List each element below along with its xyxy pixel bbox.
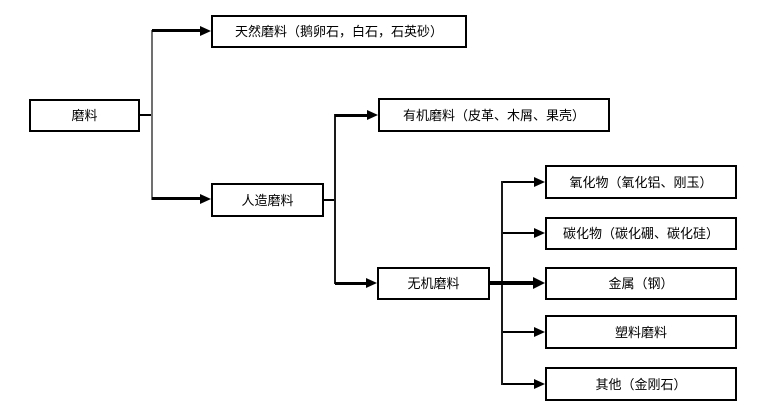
connector-root-stub: [140, 114, 153, 116]
node-organic-abrasive: 有机磨料（皮革、木屑、果壳）: [378, 98, 610, 132]
arrowhead-artificial-icon: [200, 194, 211, 204]
connector-artificial-trunk: [334, 114, 336, 284]
connector-artificial-stub: [324, 199, 336, 201]
connector-root-trunk: [151, 30, 153, 200]
connector-inorganic-to-other: [503, 383, 534, 385]
node-metal: 金属（钢）: [545, 267, 737, 300]
node-other: 其他（金刚石）: [545, 367, 737, 401]
node-carbide: 碳化物（碳化硼、碳化硅）: [545, 217, 737, 250]
arrowhead-other-icon: [534, 379, 545, 389]
node-natural-abrasive: 天然磨料（鹅卵石，白石，石英砂）: [211, 15, 467, 48]
connector-root-to-artificial: [152, 197, 200, 200]
node-plastic-abrasive: 塑料磨料: [545, 315, 737, 349]
node-artificial-abrasive: 人造磨料: [211, 183, 324, 217]
connector-inorganic-to-oxide: [503, 181, 534, 183]
connector-root-to-natural: [152, 29, 200, 32]
connector-inorganic-to-plastic: [503, 331, 534, 333]
node-oxide: 氧化物（氧化铝、刚玉）: [545, 165, 737, 199]
connector-inorganic-to-metal: [490, 281, 533, 285]
arrowhead-carbide-icon: [534, 228, 545, 238]
node-inorganic-abrasive: 无机磨料: [377, 267, 490, 300]
arrowhead-plastic-icon: [534, 327, 545, 337]
arrowhead-oxide-icon: [534, 177, 545, 187]
arrowhead-natural-icon: [200, 26, 211, 36]
connector-artificial-to-inorganic: [335, 282, 366, 285]
arrowhead-metal-icon: [533, 277, 545, 289]
arrowhead-inorganic-icon: [366, 278, 377, 288]
connector-artificial-to-organic: [335, 114, 367, 117]
arrowhead-organic-icon: [367, 110, 378, 120]
node-abrasive: 磨料: [29, 99, 140, 132]
connector-inorganic-to-carbide: [503, 232, 534, 234]
